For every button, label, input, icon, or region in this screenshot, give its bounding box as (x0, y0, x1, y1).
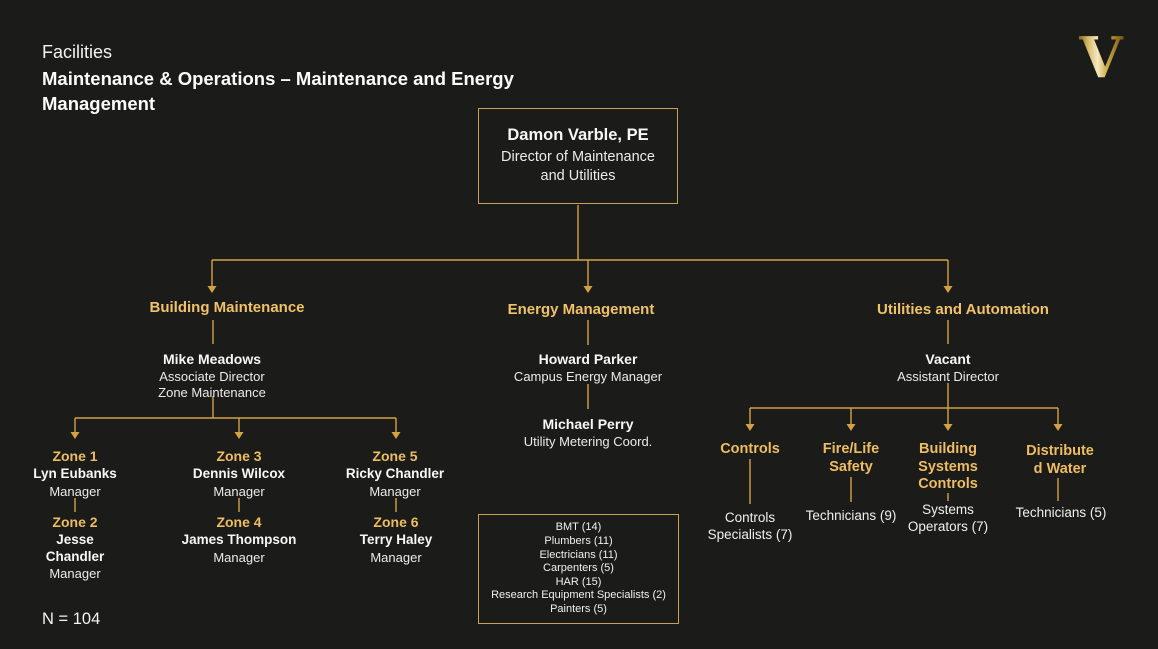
org-node-associate-director: Mike Meadows Associate Director Zone Mai… (158, 351, 266, 400)
director-name: Damon Varble, PE (507, 126, 649, 144)
org-node-assistant-director: Vacant Assistant Director (897, 351, 999, 385)
trade-line: Carpenters (5) (543, 562, 614, 575)
org-node-utility-metering-coord: Michael Perry Utility Metering Coord. (524, 416, 653, 450)
org-node-campus-energy-manager: Howard Parker Campus Energy Manager (514, 351, 662, 385)
team-staff-controls-specialists: Controls Specialists (7) (707, 510, 793, 542)
person-name: Lyn Eubanks (33, 466, 117, 481)
trade-line: Plumbers (11) (544, 535, 613, 548)
team-staff-dw-technicians: Technicians (5) (1015, 505, 1107, 520)
person-name: Mike Meadows (162, 351, 262, 367)
slide-eyebrow: Facilities (42, 42, 113, 62)
person-title: Manager (213, 483, 265, 499)
person-title: Manager (49, 483, 101, 499)
team-label-distributed-water: Distribute d Water (1026, 443, 1094, 477)
team-label-building-systems-controls: Building Systems Controls (918, 441, 978, 492)
zone-label: Zone 3 (216, 448, 262, 464)
person-name: Jesse Chandler (45, 532, 105, 564)
person-name: Terry Haley (359, 532, 433, 547)
branch-label-utilities-automation: Utilities and Automation (877, 301, 1049, 318)
person-title: Associate Director Zone Maintenance (158, 369, 266, 400)
zone-label: Zone 5 (372, 448, 418, 464)
trade-line: Research Equipment Specialists (2) (491, 589, 666, 602)
director-title: Director of Maintenance and Utilities (501, 149, 655, 184)
slide-title: Maintenance & Operations – Maintenance a… (42, 68, 514, 114)
person-name: Dennis Wilcox (192, 466, 286, 481)
zone-label: Zone 1 (52, 448, 98, 464)
zone-label: Zone 4 (216, 514, 262, 530)
person-name: Michael Perry (542, 416, 634, 432)
branch-label-building-maintenance: Building Maintenance (149, 299, 305, 316)
person-title: Campus Energy Manager (513, 369, 663, 384)
person-name: Ricky Chandler (345, 466, 445, 481)
person-title: Utility Metering Coord. (523, 434, 653, 449)
org-node-zone-4: Zone 4 James Thompson Manager (182, 514, 297, 565)
team-label-fire-life-safety: Fire/Life Safety (822, 441, 880, 475)
team-label-controls: Controls (720, 441, 780, 457)
org-node-zone-3: Zone 3 Dennis Wilcox Manager (193, 448, 285, 499)
trade-line: Electricians (11) (539, 548, 618, 561)
trades-list-box: BMT (14)Plumbers (11)Electricians (11)Ca… (478, 514, 679, 624)
org-box-director: Damon Varble, PE Director of Maintenance… (478, 108, 678, 204)
person-name: Vacant (925, 351, 971, 367)
person-name: James Thompson (181, 532, 297, 547)
person-title: Assistant Director (897, 369, 999, 384)
branch-label-energy-management: Energy Management (507, 301, 655, 318)
zone-label: Zone 2 (52, 514, 98, 530)
headcount-note: N = 104 (42, 610, 101, 628)
trade-line: HAR (15) (555, 575, 602, 588)
person-title: Manager (49, 566, 101, 581)
org-node-zone-6: Zone 6 Terry Haley Manager (360, 514, 433, 565)
trade-line: Painters (5) (550, 602, 607, 615)
team-staff-systems-operators: Systems Operators (7) (907, 502, 989, 534)
team-staff-fls-technicians: Technicians (9) (805, 508, 897, 523)
org-node-zone-1: Zone 1 Lyn Eubanks Manager (33, 448, 117, 499)
person-name: Howard Parker (538, 351, 638, 367)
person-title: Manager (213, 549, 265, 565)
trade-line: BMT (14) (555, 521, 602, 534)
person-title: Manager (370, 549, 422, 565)
logo-letter: V (1078, 30, 1124, 86)
person-title: Manager (369, 483, 421, 499)
org-node-zone-5: Zone 5 Ricky Chandler Manager (346, 448, 444, 499)
zone-label: Zone 6 (373, 514, 419, 530)
vanderbilt-v-logo: V (1078, 30, 1124, 86)
org-node-zone-2: Zone 2 Jesse Chandler Manager (46, 514, 105, 581)
